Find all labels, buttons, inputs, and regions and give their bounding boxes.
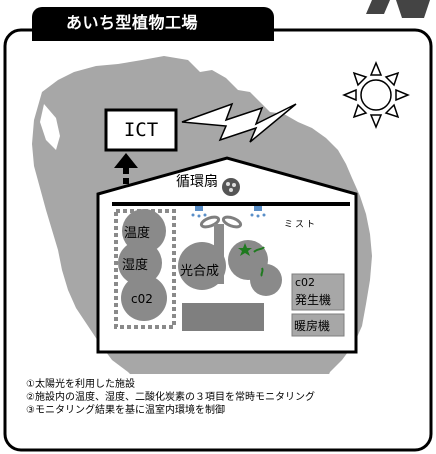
co2-generator-label-1: c02 <box>295 276 316 289</box>
sensor-humidity <box>118 241 162 285</box>
sensor-co2 <box>121 275 167 321</box>
humidity-label: 湿度 <box>122 258 149 273</box>
plant-illustration <box>178 215 282 331</box>
description-line-3: ③モニタリング結果を基に温室内環境を制御 <box>26 405 225 416</box>
description-line-2: ②施設内の温度、湿度、二酸化炭素の３項目を常時モニタリング <box>26 392 315 403</box>
title-tab <box>32 7 274 41</box>
mist-label: ミスト <box>284 220 318 230</box>
co2-label: c02 <box>131 292 153 306</box>
photosynthesis-label: 光合成 <box>180 264 220 279</box>
ict-box <box>104 108 178 152</box>
sun-icon <box>342 61 410 129</box>
co2-generator <box>291 273 345 311</box>
fan-icon <box>222 178 240 196</box>
description-line-1: ①太陽光を利用した施設 <box>26 379 135 390</box>
ict-label: ICT <box>123 119 159 141</box>
co2-generator-label-2: 発生機 <box>295 293 332 307</box>
mist-nozzle-right <box>250 206 266 218</box>
fan-label: 循環扇 <box>176 174 218 190</box>
corner-decoration-right <box>396 0 430 18</box>
heater <box>291 313 345 337</box>
mist-nozzle-left <box>191 206 207 218</box>
lightning-icon <box>181 102 297 143</box>
star-icon <box>238 243 252 256</box>
map-inlet <box>40 104 60 150</box>
corner-decoration-left <box>366 0 390 14</box>
sensor-temperature <box>122 209 166 253</box>
temperature-label: 温度 <box>124 226 151 241</box>
description-box: ①太陽光を利用した施設 ②施設内の温度、湿度、二酸化炭素の３項目を常時モニタリン… <box>22 374 428 440</box>
data-arrow-head <box>114 153 138 168</box>
heater-label: 暖房機 <box>294 319 331 333</box>
page-title: あいち型植物工場 <box>65 13 198 32</box>
